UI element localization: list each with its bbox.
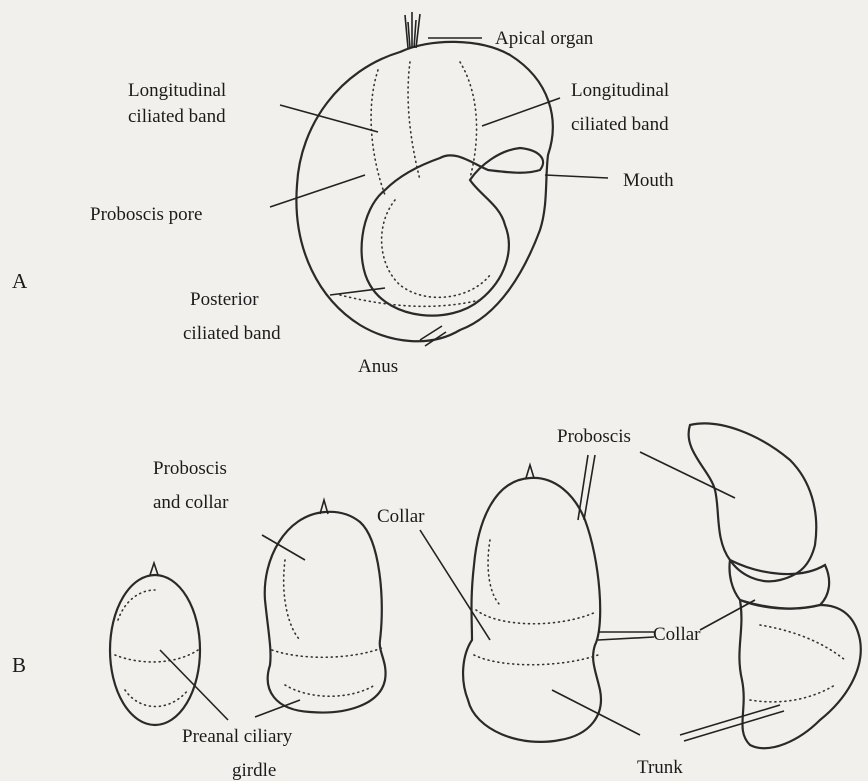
panel-a-label: A [12, 269, 28, 293]
label-collar-top: Collar [377, 506, 425, 527]
stage-4-proboscis [689, 423, 817, 581]
stage-4-juvenile-worm [689, 423, 861, 748]
stage-3-trunk-band [474, 655, 598, 665]
label-collar-right: Collar [653, 624, 701, 645]
label-preanal-girdle: girdle [232, 760, 276, 781]
leader-trunk-right [680, 705, 784, 741]
label-longitudinal-right-1: Longitudinal [571, 80, 669, 101]
leader-longitudinal-left [280, 105, 378, 132]
stage-2-body [265, 512, 386, 713]
stage-1-ciliary-girdle [115, 650, 198, 662]
label-trunk: Trunk [637, 757, 683, 778]
stage-4-stipple [760, 625, 845, 660]
longitudinal-band-left [371, 70, 385, 195]
leader-collar-top [420, 530, 490, 640]
leader-longitudinal-right [482, 98, 560, 126]
leader-proboscis-and-collar [262, 535, 305, 560]
apical-organ-tuft [405, 12, 420, 48]
stage-4-trunk [739, 600, 860, 748]
stage-1-body [110, 575, 200, 725]
label-posterior-2: ciliated band [183, 323, 281, 344]
leader-trunk-left [552, 690, 640, 735]
stage-2-larva [265, 500, 386, 713]
stage-1-apical-tip [150, 563, 158, 575]
label-proboscis-and-collar-1: Proboscis [153, 458, 227, 479]
label-anus: Anus [358, 356, 398, 377]
stage-2-girdle [272, 648, 382, 657]
leader-preanal-left [160, 650, 228, 720]
posterior-ciliated-band [340, 295, 480, 306]
leader-collar-right-1 [598, 632, 654, 640]
label-posterior-1: Posterior [190, 289, 259, 310]
leader-mouth [545, 175, 608, 178]
label-apical-organ: Apical organ [495, 28, 594, 49]
stage-2-stipple [284, 560, 300, 640]
label-proboscis-pore: Proboscis pore [90, 204, 202, 225]
panel-a-tornaria-larva: A Apical organ Longitudinal ciliated ban… [12, 12, 674, 377]
larva-gut [362, 148, 544, 316]
leader-proboscis-pore [270, 175, 365, 207]
panel-b-metamorphosis-stages: B [12, 423, 861, 781]
label-longitudinal-left-2: ciliated band [128, 106, 226, 127]
label-longitudinal-right-2: ciliated band [571, 114, 669, 135]
stage-4-stipple-lower [750, 685, 835, 702]
ciliated-band-outline [382, 200, 490, 297]
label-mouth: Mouth [623, 170, 674, 191]
label-proboscis: Proboscis [557, 426, 631, 447]
label-proboscis-and-collar-2: and collar [153, 492, 229, 513]
stage-3-stipple [488, 540, 500, 605]
panel-b-label: B [12, 653, 26, 677]
stage-3-body [463, 478, 601, 742]
stage-2-stipple-lower [285, 685, 375, 696]
stage-1-larva [110, 563, 200, 725]
longitudinal-band-center [408, 62, 420, 180]
stage-3-apical-tip [526, 465, 534, 478]
label-longitudinal-left-1: Longitudinal [128, 80, 226, 101]
leader-collar-right-2 [700, 600, 755, 630]
anus-mark [420, 326, 446, 346]
leader-proboscis-right [640, 452, 735, 498]
stage-1-stipple-lower [125, 690, 188, 707]
label-preanal-ciliary: Preanal ciliary [182, 726, 293, 747]
stage-3-collar-band [476, 610, 596, 624]
